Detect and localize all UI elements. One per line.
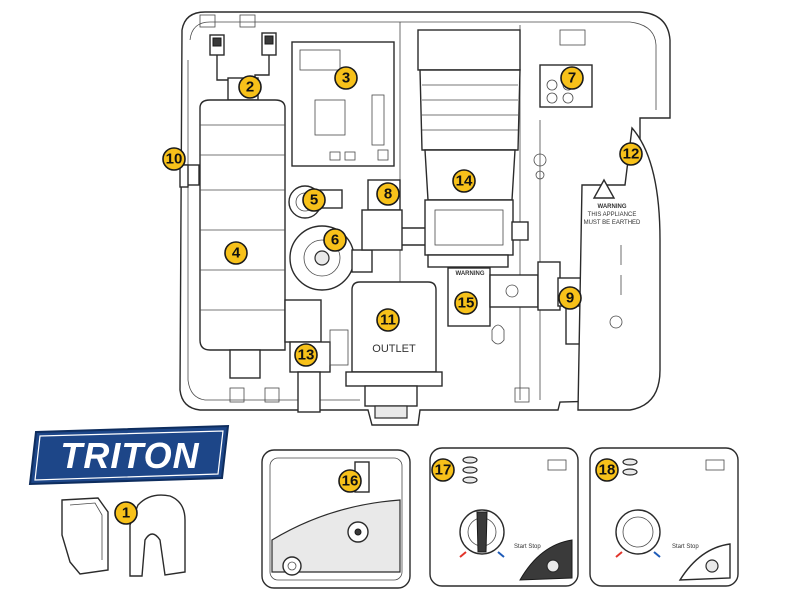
callout-18: 18: [595, 458, 619, 482]
control-panel-18: Start Stop: [589, 447, 739, 587]
callout-8: 8: [376, 182, 400, 206]
svg-text:10: 10: [166, 151, 183, 168]
svg-text:18: 18: [599, 462, 616, 479]
callout-5: 5: [302, 188, 326, 212]
svg-text:12: 12: [623, 146, 640, 163]
pump-warning-label: WARNING: [456, 271, 485, 277]
pump-motor: [417, 29, 529, 268]
callout-4: 4: [224, 241, 248, 265]
svg-text:1: 1: [122, 505, 130, 522]
callout-10: 10: [162, 147, 186, 171]
svg-text:5: 5: [310, 192, 318, 209]
control-panel-17: Start Stop: [429, 447, 579, 587]
svg-text:4: 4: [232, 245, 241, 262]
callout-3: 3: [334, 66, 358, 90]
svg-text:13: 13: [298, 347, 315, 364]
callout-15: 15: [454, 291, 478, 315]
cover-warning-title: WARNING: [598, 204, 627, 210]
callout-7: 7: [560, 66, 584, 90]
trim-pieces: [61, 494, 186, 577]
callout-11: 11: [376, 308, 400, 332]
svg-text:11: 11: [380, 312, 396, 329]
callout-6: 6: [323, 228, 347, 252]
svg-text:14: 14: [456, 173, 473, 190]
callout-16: 16: [338, 469, 362, 493]
svg-text:3: 3: [342, 70, 350, 87]
callout-1: 1: [114, 501, 138, 525]
callout-13: 13: [294, 343, 318, 367]
start-stop-label-17: Start Stop: [514, 544, 541, 550]
pump-head: WARNING: [447, 267, 539, 327]
svg-text:16: 16: [342, 473, 359, 490]
cover-warning-line1: THIS APPLIANCE: [588, 212, 637, 218]
side-cover: WARNING THIS APPLIANCE MUST BE EARTHED: [577, 126, 661, 411]
cover-warning-line2: MUST BE EARTHED: [584, 220, 641, 226]
triton-logo: TRITON: [28, 424, 230, 486]
svg-text:17: 17: [435, 462, 452, 479]
svg-text:9: 9: [566, 290, 574, 307]
start-stop-label-18: Start Stop: [672, 544, 699, 550]
callout-14: 14: [452, 169, 476, 193]
callout-badges: 1 2 3 4 5 6 7 8 9 10 11 12 13 14 15 16 1…: [114, 66, 643, 525]
front-cover: [261, 449, 411, 589]
svg-text:8: 8: [384, 186, 392, 203]
callout-9: 9: [558, 286, 582, 310]
brand-name: TRITON: [60, 435, 199, 476]
outlet-label: OUTLET: [372, 343, 416, 355]
callout-17: 17: [431, 458, 455, 482]
svg-text:7: 7: [568, 70, 576, 87]
svg-text:2: 2: [246, 79, 254, 96]
svg-text:15: 15: [458, 295, 475, 312]
callout-12: 12: [619, 142, 643, 166]
callout-2: 2: [238, 75, 262, 99]
pcb-board: [291, 41, 395, 167]
heater-tank: [184, 99, 286, 379]
svg-text:6: 6: [331, 232, 339, 249]
